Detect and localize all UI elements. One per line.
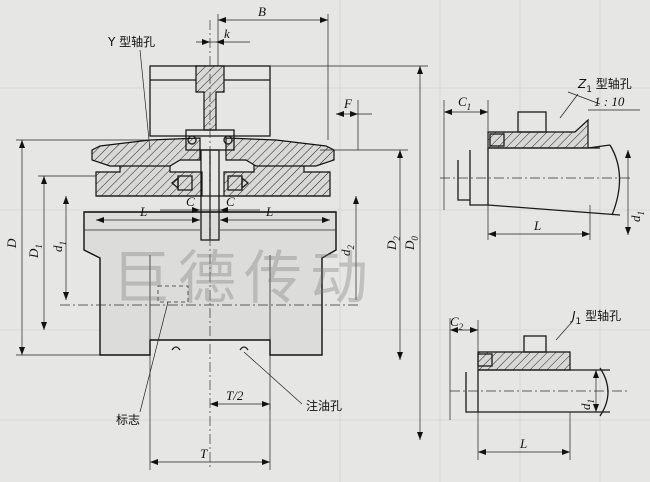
dim-C2: C2 xyxy=(450,314,464,332)
svg-text:d2: d2 xyxy=(338,245,356,257)
svg-text:d1: d1 xyxy=(50,241,68,252)
dim-D0-text: D xyxy=(402,240,417,251)
oil-hole-bump-right xyxy=(239,346,249,351)
dim-D2-text: D xyxy=(384,240,399,251)
j1-sub: 1 xyxy=(576,317,582,327)
dim-C1: C1 xyxy=(458,94,471,112)
mark-outline xyxy=(157,285,189,303)
dim-C2-sub: 2 xyxy=(459,322,464,332)
dim-d2: d2 xyxy=(338,245,356,257)
watermark-text: 巨德传动 xyxy=(112,244,376,312)
dim-k: k xyxy=(224,26,230,41)
dim-C-right: C xyxy=(226,194,235,209)
taper-label: 1 : 10 xyxy=(594,94,625,109)
z1-letter: Z xyxy=(577,77,587,91)
dim-D2-sub: 2 xyxy=(392,236,402,241)
dim-d1-sub: 1 xyxy=(58,241,68,246)
z1-hole-label: Z1 型轴孔 xyxy=(577,76,632,95)
main-coupling-view xyxy=(60,20,360,470)
z1-suffix: 型轴孔 xyxy=(592,76,632,91)
dim-B: B xyxy=(258,4,266,19)
oil-hole-bump-left xyxy=(171,346,181,351)
dim-C1-text: C xyxy=(458,94,467,109)
y-hole-label: Y 型轴孔 xyxy=(107,34,155,49)
dim-L-z1: L xyxy=(533,218,541,233)
dim-D0: D0 xyxy=(402,236,420,251)
dim-D: D xyxy=(4,238,19,249)
dim-D1: D1 xyxy=(26,244,44,259)
dim-d2-text: d xyxy=(338,249,353,256)
z1-sub: 1 xyxy=(586,85,592,95)
j1-suffix: 型轴孔 xyxy=(581,308,621,323)
j1-bore-detail xyxy=(449,318,630,460)
dim-L-left: L xyxy=(139,204,147,219)
dim-T: T xyxy=(200,446,208,461)
dim-D1-text: D xyxy=(26,248,41,259)
dim-d2-sub: 2 xyxy=(346,245,356,250)
dim-D1-sub: 1 xyxy=(34,244,44,249)
dim-C-left: C xyxy=(186,194,195,209)
svg-text:d1: d1 xyxy=(628,211,646,222)
dim-T-half: T/2 xyxy=(226,388,244,403)
oil-hole-label: 注油孔 xyxy=(306,398,342,413)
dim-d1-z1-text: d xyxy=(628,215,643,222)
dim-L-j1: L xyxy=(519,436,527,451)
dim-d1-z1-sub: 1 xyxy=(636,211,646,216)
dim-D2: D2 xyxy=(384,236,402,251)
dim-F: F xyxy=(343,96,353,111)
left-flange-section xyxy=(91,137,201,167)
dim-d1: d1 xyxy=(50,241,68,252)
dim-L-right: L xyxy=(265,204,273,219)
seal-bolts xyxy=(170,175,250,191)
svg-text:D2: D2 xyxy=(384,236,402,251)
dim-D-text: D xyxy=(4,238,19,249)
dim-C1-sub: 1 xyxy=(467,102,472,112)
svg-text:d1: d1 xyxy=(578,399,596,410)
dim-C2-text: C xyxy=(450,314,459,329)
j1-hole-label: J1 型轴孔 xyxy=(570,308,621,327)
mark-label: 标志 xyxy=(116,413,140,427)
dim-d1-j1-text: d xyxy=(578,403,593,410)
z1-bore-detail xyxy=(440,91,640,240)
dim-d1-text: d xyxy=(50,245,65,252)
right-flange-section xyxy=(225,137,335,167)
dim-d1-j1: d1 xyxy=(578,399,596,410)
svg-text:D1: D1 xyxy=(26,244,44,259)
j1-letter: J xyxy=(570,309,576,323)
main-dimensions xyxy=(16,14,428,470)
dim-D0-sub: 0 xyxy=(410,236,420,241)
dim-d1-z1: d1 xyxy=(628,211,646,222)
svg-text:D0: D0 xyxy=(402,236,420,251)
dim-d1-j1-sub: 1 xyxy=(586,399,596,404)
